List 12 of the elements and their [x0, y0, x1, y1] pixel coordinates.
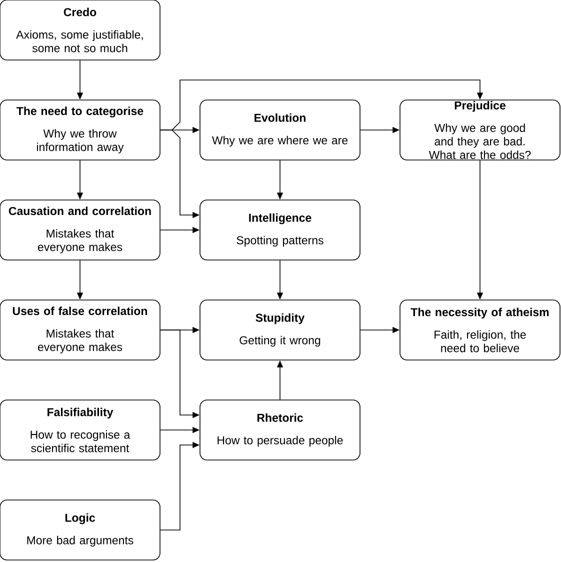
topic-box: Intelligence Spotting patterns — [200, 200, 360, 260]
topic-box: Stupidity Getting it wrong — [200, 300, 360, 360]
topic-box: Rhetoric How to persuade people — [200, 400, 360, 460]
topic-box: Evolution Why we are where we are — [200, 100, 360, 160]
topic-box: Falsifiability How to recognise a scientific statement — [0, 400, 160, 460]
topic-box: Causation and correlation Mistakes that everyone makes — [0, 200, 160, 260]
topic-box: The necessity of atheism Faith, religion, the need to believe — [400, 300, 560, 360]
topic-box: Prejudice Why we are good and they are bad. What are the odds? — [400, 100, 560, 160]
topic-box: Uses of false correlation Mistakes that everyone makes — [0, 300, 160, 360]
topic-box: The need to categorise Why we throw information away — [0, 100, 160, 160]
topic-box: Credo Axioms, some justifiable, some not so much — [0, 0, 160, 60]
topic-box: Logic More bad arguments — [0, 500, 160, 560]
